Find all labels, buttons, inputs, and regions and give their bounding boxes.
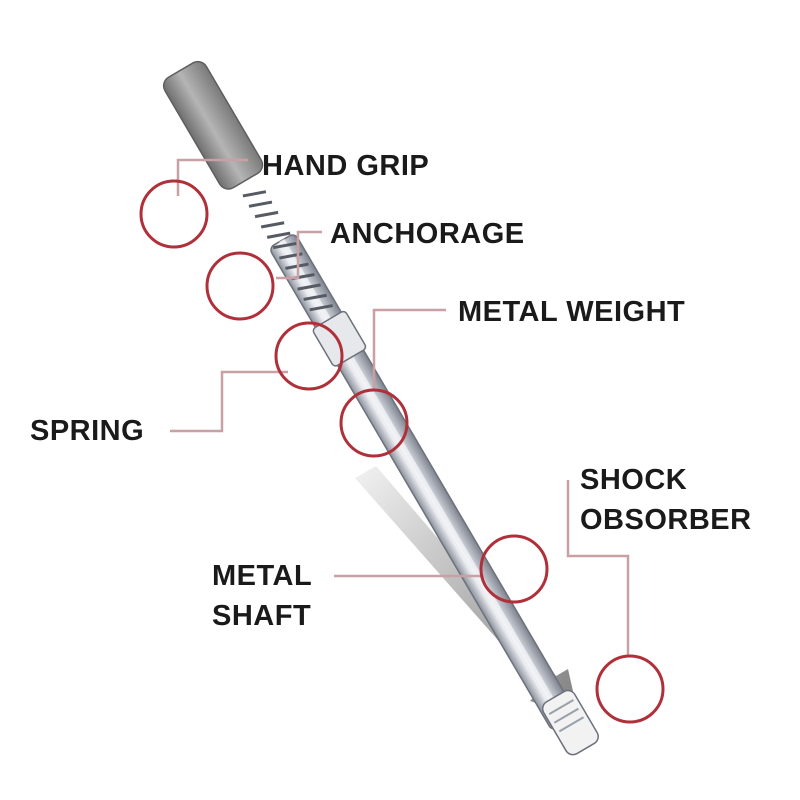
label-shock-line2: OBSORBER bbox=[580, 504, 752, 536]
leader-metal-weight bbox=[372, 308, 446, 390]
callout-shock-absorber bbox=[595, 654, 665, 724]
callout-metal-weight bbox=[339, 388, 409, 458]
leader-shock-absorber bbox=[566, 480, 630, 656]
label-hand-grip: HAND GRIP bbox=[262, 150, 430, 182]
label-spring: SPRING bbox=[30, 415, 145, 447]
leader-anchorage bbox=[276, 230, 322, 280]
callout-spring bbox=[274, 321, 344, 391]
label-shock-line1: SHOCK bbox=[580, 464, 688, 496]
leader-spring bbox=[170, 370, 288, 433]
leader-lines bbox=[170, 158, 630, 656]
callout-metal-shaft bbox=[479, 534, 549, 604]
callout-hand-grip bbox=[139, 179, 209, 249]
label-shaft-line1: METAL bbox=[212, 560, 313, 592]
callout-circles bbox=[139, 179, 665, 724]
label-metal-weight: METAL WEIGHT bbox=[458, 296, 686, 328]
metal-weight-body bbox=[312, 310, 367, 367]
callout-anchorage bbox=[205, 251, 275, 321]
shock-absorber-body bbox=[541, 689, 599, 756]
label-shaft-line2: SHAFT bbox=[212, 600, 312, 632]
label-anchorage: ANCHORAGE bbox=[330, 218, 525, 250]
leader-hand-grip bbox=[176, 158, 248, 196]
hand-grip-body bbox=[162, 60, 264, 190]
